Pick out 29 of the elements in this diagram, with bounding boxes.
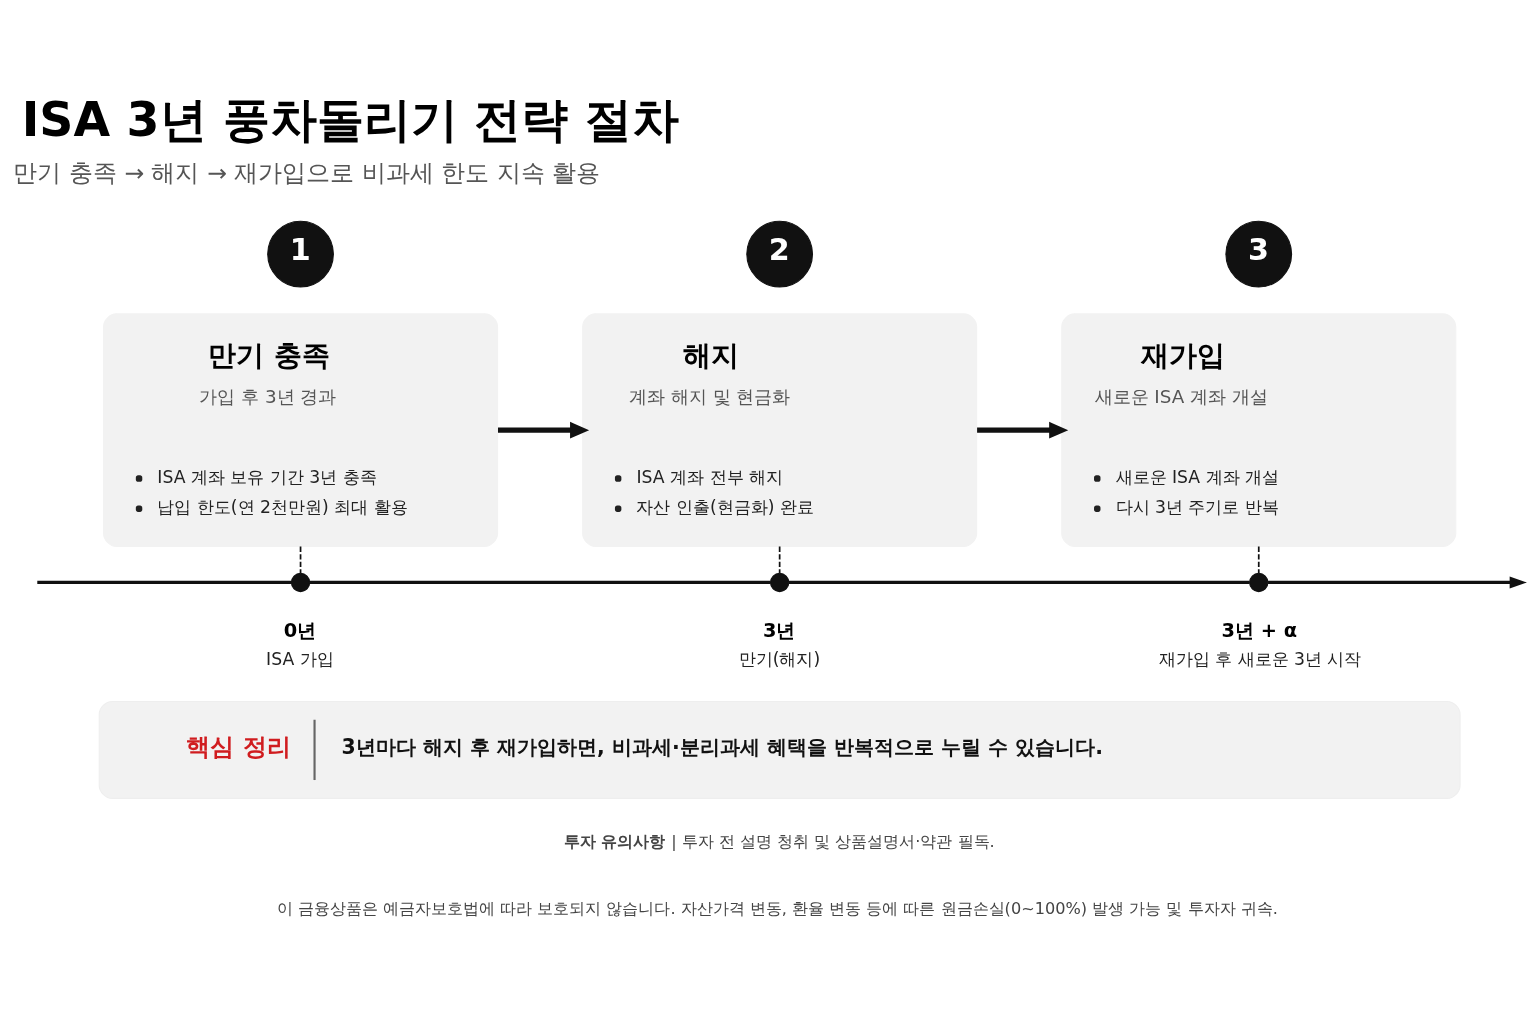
connector — [778, 545, 781, 574]
arrow — [1268, 575, 1527, 589]
connector — [37, 580, 292, 584]
node-circle: 2 — [746, 220, 814, 287]
node-circle — [1249, 572, 1269, 592]
node-box: 재가입 새로운 ISA 계좌 개설 새로운 ISA 계좌 개설 다시 3년 주기로 반복 — [1061, 312, 1457, 547]
node-label: 3년 — [762, 618, 796, 642]
connector — [1257, 545, 1260, 574]
node-box: 만기 충족 가입 후 3년 경과 ISA 계좌 보유 기간 3년 충족 납입 한도(연 2천만원) 최대 활용 — [103, 312, 499, 547]
node-box: 핵심 정리 3년마다 해지 후 재가입하면, 비과세·분리과세 혜택을 반복적으로 누릴 수 있습니다. — [98, 700, 1461, 799]
connector — [789, 580, 1250, 584]
arrow — [977, 421, 1069, 438]
diagram-title: ISA 3년 풍차돌리기 전략 절차 — [21, 91, 679, 147]
node-label: 재가입 후 새로운 3년 시작 — [1158, 648, 1362, 669]
node-box: 해지 계좌 해지 및 현금화 ISA 계좌 전부 해지 자산 인출(현금화) 완료 — [582, 312, 978, 547]
label: 이 금융상품은 예금자보호법에 따라 보호되지 않습니다. 자산가격 변동, 환율 변동 등에 따른 원금손실(0~100%) 발생 가능 및 투자자 귀속. — [276, 898, 1278, 918]
arrow — [498, 421, 590, 438]
label: 만기 충족 → 해지 → 재가입으로 비과세 한도 지속 활용 — [13, 158, 601, 187]
node-circle: 3 — [1225, 220, 1293, 287]
node-label: 만기(해지) — [738, 648, 821, 669]
label: 투자 유의사항 | 투자 전 설명 청취 및 상품설명서·약관 필독. — [563, 831, 995, 851]
node-label: ISA 가입 — [266, 648, 334, 669]
connector — [309, 580, 771, 584]
node-circle — [769, 572, 790, 592]
node-label: 0년 — [283, 618, 317, 642]
node-circle: 1 — [267, 220, 334, 287]
node-label: 3년 + α — [1221, 618, 1298, 642]
connector — [299, 545, 302, 574]
node-circle — [290, 572, 311, 592]
